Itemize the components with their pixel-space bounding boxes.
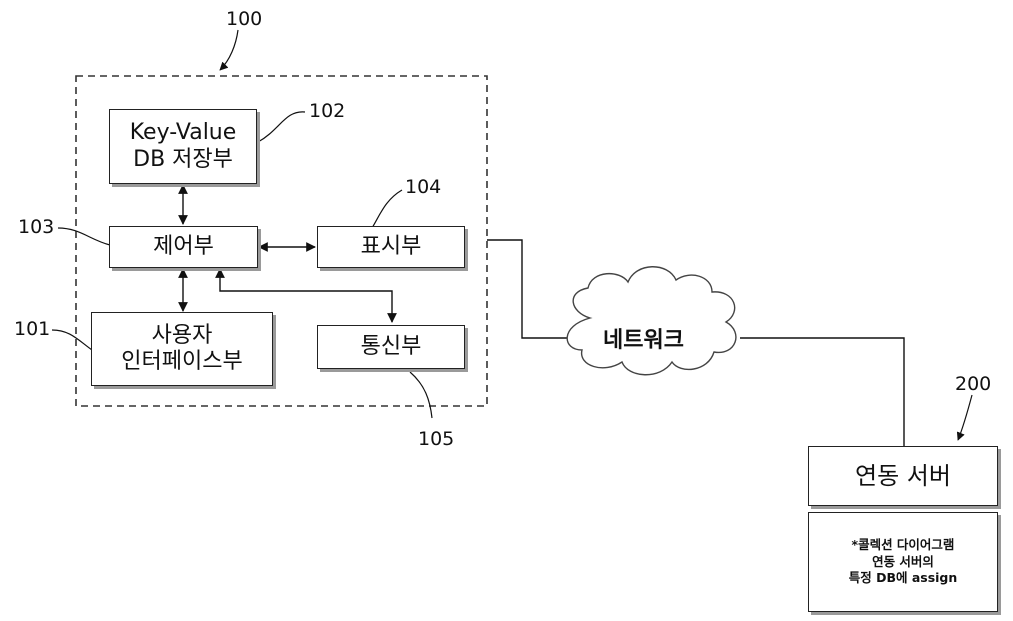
ref-104: 104 bbox=[405, 176, 441, 198]
ui-label-line2: 인터페이스부 bbox=[121, 349, 242, 375]
network-cloud bbox=[567, 267, 736, 375]
server-note-line2: 연동 서버의 bbox=[872, 554, 934, 571]
control-block: 제어부 bbox=[109, 226, 258, 268]
network-label: 네트워크 bbox=[603, 322, 684, 354]
ref-101: 101 bbox=[14, 318, 50, 340]
server-note-line1: *콜렉션 다이어그램 bbox=[852, 537, 955, 554]
control-label: 제어부 bbox=[153, 234, 214, 260]
display-label: 표시부 bbox=[361, 234, 422, 260]
server-block: 연동 서버 bbox=[808, 446, 998, 506]
comm-label: 통신부 bbox=[361, 334, 422, 360]
ref-105: 105 bbox=[418, 428, 454, 450]
comm-block: 통신부 bbox=[317, 325, 465, 369]
leader-102 bbox=[258, 112, 305, 142]
leader-104 bbox=[372, 190, 402, 228]
ref-103: 103 bbox=[18, 216, 54, 238]
link-device-network bbox=[487, 240, 575, 338]
link-network-server bbox=[740, 338, 904, 446]
server-label: 연동 서버 bbox=[855, 462, 951, 491]
server-note-line3: 특정 DB에 assign bbox=[849, 570, 958, 587]
kv-db-label-line2: DB 저장부 bbox=[133, 147, 233, 173]
ref-102: 102 bbox=[309, 100, 345, 122]
kv-db-block: Key-Value DB 저장부 bbox=[109, 109, 257, 184]
leader-103 bbox=[58, 228, 110, 245]
ref-200: 200 bbox=[955, 373, 991, 395]
leader-100 bbox=[220, 30, 238, 70]
leader-101 bbox=[52, 330, 92, 350]
display-block: 표시부 bbox=[317, 226, 465, 268]
leader-200 bbox=[958, 395, 972, 440]
ui-block: 사용자 인터페이스부 bbox=[91, 312, 273, 386]
kv-db-label-line1: Key-Value bbox=[130, 120, 237, 146]
ui-label-line1: 사용자 bbox=[152, 323, 213, 349]
leader-105 bbox=[410, 372, 432, 418]
ref-100: 100 bbox=[226, 8, 262, 30]
server-note-block: *콜렉션 다이어그램 연동 서버의 특정 DB에 assign bbox=[808, 512, 998, 612]
